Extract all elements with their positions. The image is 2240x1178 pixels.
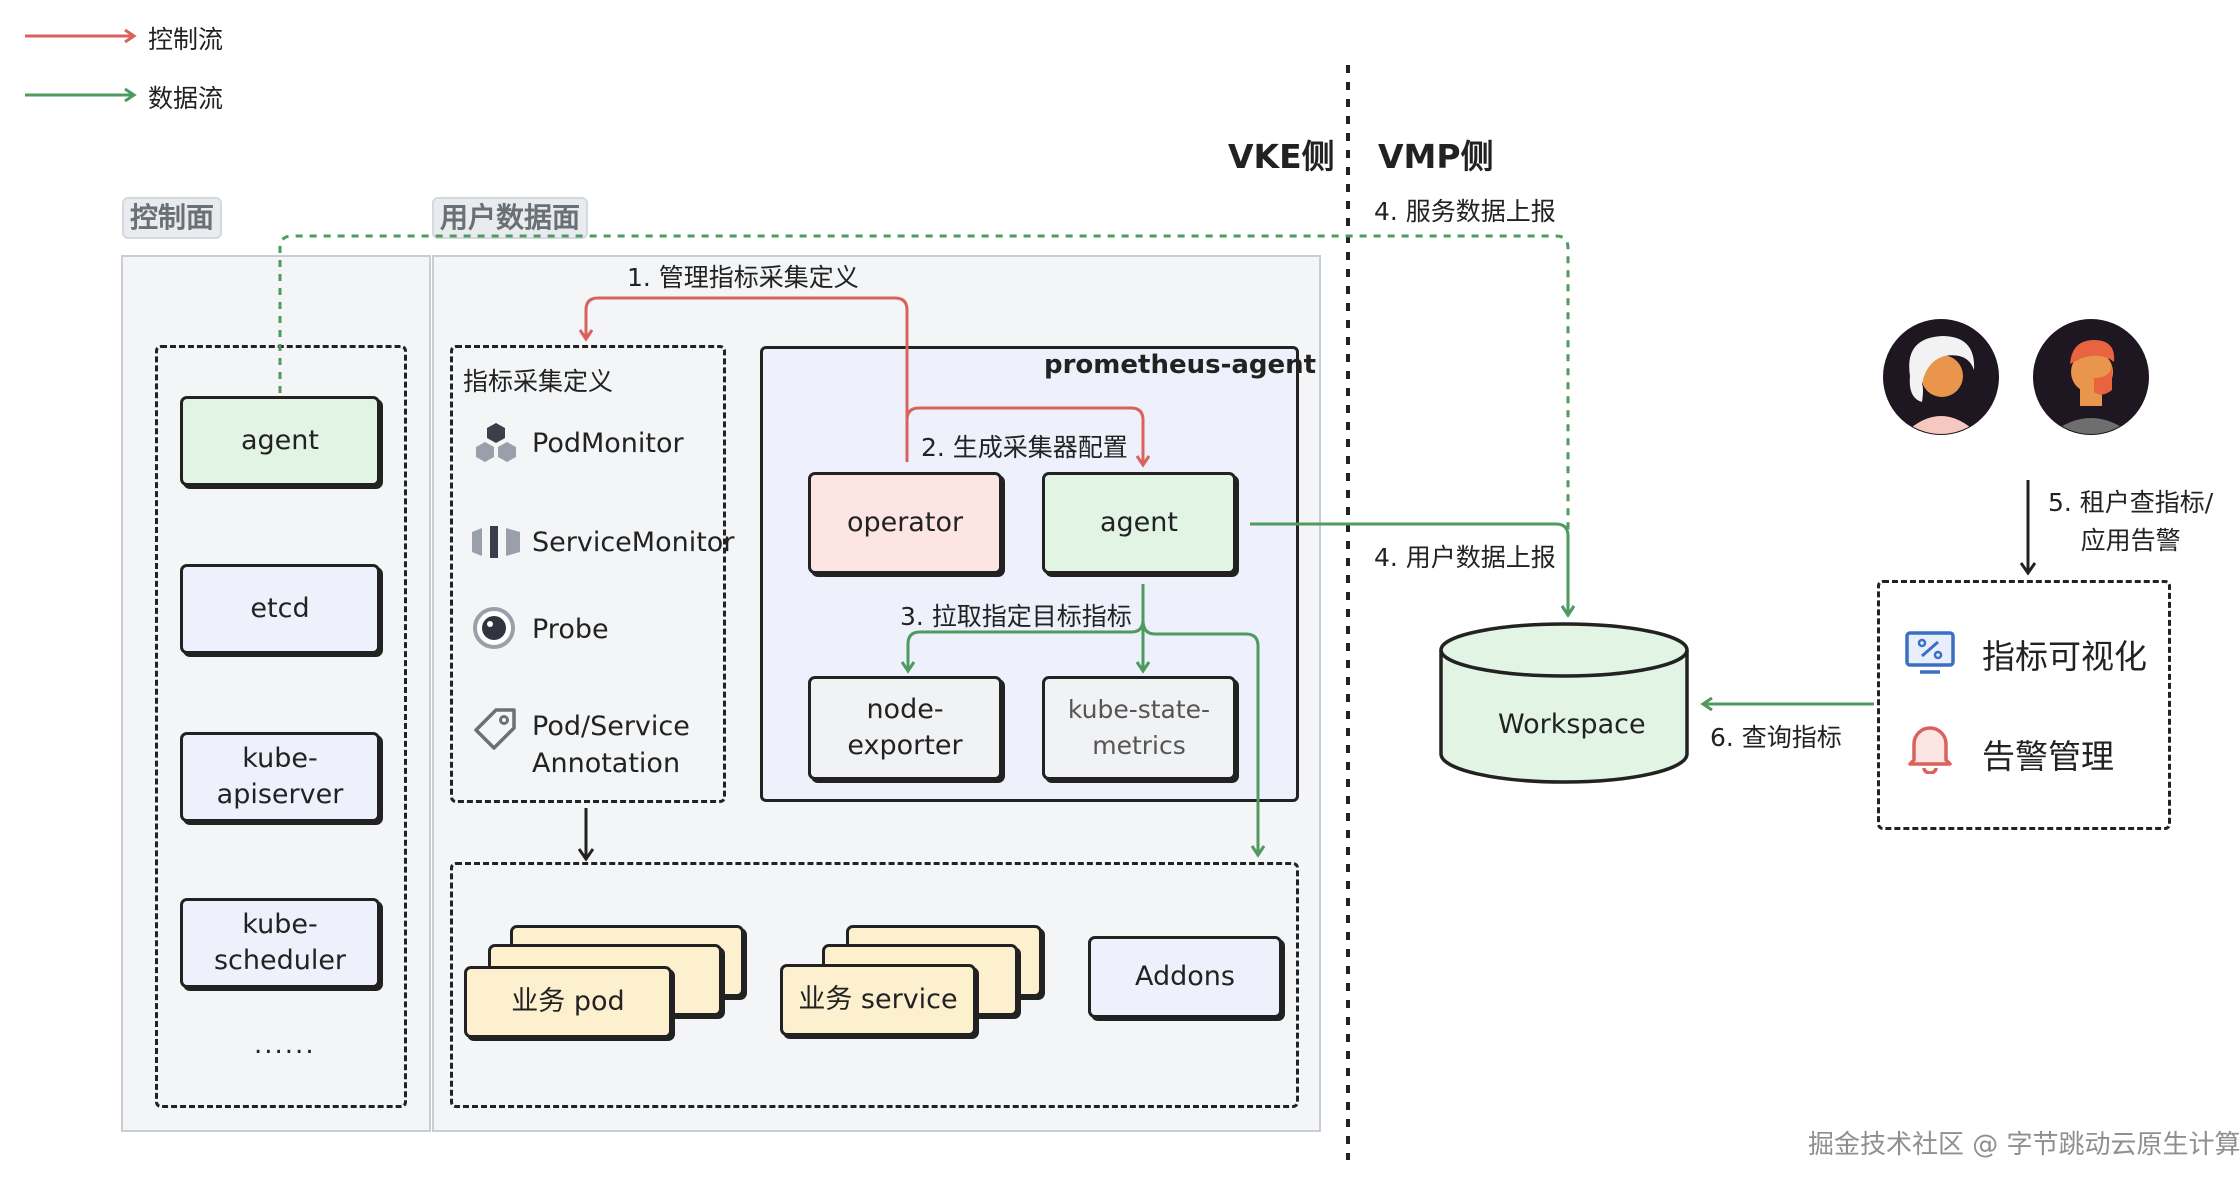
metric-def-podmonitor: PodMonitor (532, 428, 684, 459)
cp-node-etcd[interactable]: etcd (180, 564, 380, 654)
dashboard-icon (1905, 631, 1955, 674)
flow-manage-defs (586, 296, 909, 462)
cp-node-agent[interactable]: agent (180, 396, 380, 486)
flow-pull-workloads (1141, 619, 1258, 854)
flow-service-report (278, 234, 1568, 614)
pa-node-exporter[interactable]: node-exporter (808, 676, 1002, 780)
legend-control-label: 控制流 (148, 25, 224, 54)
metric-defs-title: 指标采集定义 (463, 367, 614, 396)
vmp-side-title: VMP侧 (1378, 137, 1494, 176)
step-5-label: 5. 租户查指标/ 应用告警 (2048, 488, 2214, 555)
pa-agent[interactable]: agent (1042, 472, 1236, 574)
user-avatar-1 (1883, 319, 1999, 435)
cp-node-kube-scheduler[interactable]: kube- scheduler (180, 898, 380, 988)
workload-service[interactable]: 业务 service (780, 964, 976, 1036)
workload-pod[interactable]: 业务 pod (464, 966, 672, 1038)
step-6-label: 6. 查询指标 (1710, 723, 1842, 752)
cp-node-kube-apiserver[interactable]: kube-apiserver (180, 732, 380, 822)
step-2-label: 2. 生成采集器配置 (921, 433, 1128, 462)
workload-addons[interactable]: Addons (1088, 936, 1282, 1018)
flow-user-report (1250, 522, 1568, 614)
user-avatar-2 (2033, 319, 2149, 435)
step-1-label: 1. 管理指标采集定义 (627, 263, 859, 292)
tag-icon (474, 708, 516, 750)
watermark: 掘金技术社区 @ 字节跳动云原生计算 (1808, 1130, 2240, 1160)
workspace-cylinder[interactable] (1438, 622, 1690, 786)
step-4-user-label: 4. 用户数据上报 (1374, 543, 1556, 572)
metric-def-probe: Probe (532, 614, 609, 645)
prometheus-agent-title: prometheus-agent (1044, 350, 1317, 380)
step-4-service-label: 4. 服务数据上报 (1374, 197, 1556, 226)
tenant-console-group (1877, 580, 2171, 830)
pa-operator[interactable]: operator (808, 472, 1002, 574)
workloads-group (450, 862, 1299, 1108)
alerting-label: 告警管理 (1982, 737, 2114, 776)
metric-def-annotation: Pod/Service Annotation (532, 711, 690, 779)
cp-node-more: ...... (254, 1030, 316, 1060)
pa-kube-state-metrics[interactable]: kube-state- metrics (1042, 676, 1236, 780)
service-monitor-icon (472, 526, 520, 558)
control-plane-tag: 控制面 (122, 197, 223, 239)
flow-gen-config (905, 406, 1143, 464)
bell-icon (1908, 726, 1952, 774)
user-data-plane-tag: 用户数据面 (432, 197, 589, 239)
pod-monitor-icon (476, 423, 516, 462)
workspace-label: Workspace (1498, 709, 1646, 740)
metric-defs-group (450, 345, 726, 803)
step-3-label: 3. 拉取指定目标指标 (900, 602, 1132, 631)
visualize-label: 指标可视化 (1982, 637, 2147, 676)
legend-data-label: 数据流 (148, 84, 224, 113)
metric-def-servicemonitor: ServiceMonitor (532, 527, 735, 558)
probe-icon (473, 607, 515, 649)
vke-side-title: VKE侧 (1228, 137, 1335, 176)
